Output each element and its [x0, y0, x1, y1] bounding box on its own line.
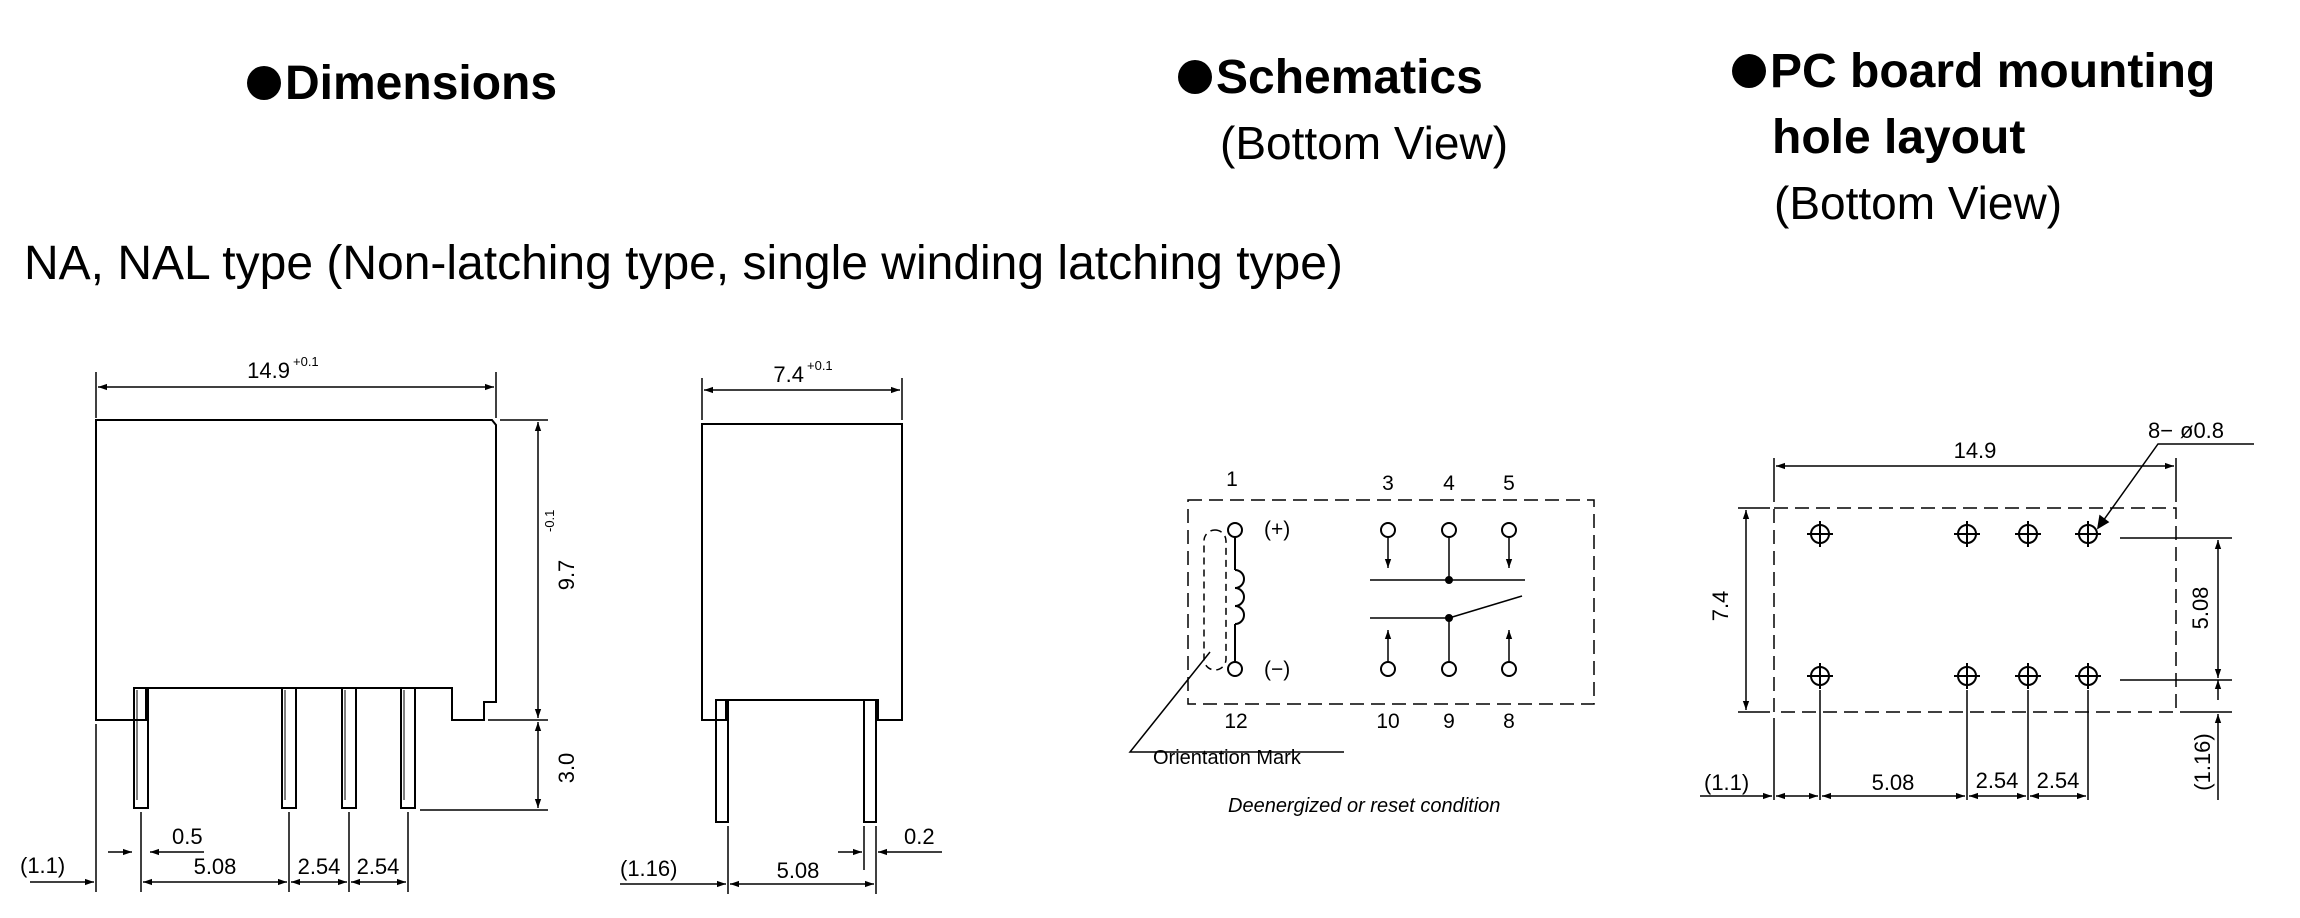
pin-label: 8: [1503, 710, 1515, 733]
height-tolerance: -0.1: [542, 510, 557, 532]
side-offset-label: (1.16): [620, 856, 677, 881]
pin-label: 3: [1382, 472, 1394, 495]
plus-label: (+): [1264, 518, 1290, 541]
bullet-icon: [1178, 60, 1212, 94]
pin-label: 5: [1503, 472, 1515, 495]
relay-side-outline: [701, 423, 903, 721]
pin-label: 9: [1443, 710, 1455, 733]
contact-arm: [1448, 595, 1523, 619]
pcb-pitch-label: 2.54: [1976, 768, 2019, 793]
orientation-mark-shape: [1203, 529, 1227, 671]
mounting-holes: [1807, 521, 2101, 689]
schematics-heading-text: Schematics: [1216, 51, 1483, 104]
pin: [133, 687, 149, 809]
pcb-drawing: [1700, 443, 2254, 800]
side-view-drawing: [620, 378, 942, 894]
offset-label: (1.1): [20, 853, 65, 878]
pin-label: 4: [1443, 472, 1455, 495]
left-offset-label: (1.1): [1704, 770, 1749, 795]
front-view-labels: 14.9 +0.1 9.7 -0.1 3.0 0.5 (1.1) 5.08 2.…: [20, 354, 579, 879]
pcb-heading: PC board mounting: [1732, 48, 2215, 96]
pin: [863, 699, 877, 823]
pcb-view-label: (Bottom View): [1774, 177, 2063, 229]
coil-icon: [1227, 522, 1245, 677]
type-title: NA, NAL type (Non-latching type, single …: [24, 237, 1343, 290]
pcb-pitch-label: 2.54: [2037, 768, 2080, 793]
relay-body-outline: [95, 419, 497, 721]
pin: [341, 687, 357, 809]
schematic-outline: [1187, 499, 1595, 705]
side-view-labels: 7.4 +0.1 0.2 (1.16) 5.08: [620, 358, 935, 883]
bullet-icon: [1732, 54, 1766, 88]
pin-width-label: 0.5: [172, 824, 203, 849]
pcb-pitch-label: 5.08: [1872, 770, 1915, 795]
pin: [281, 687, 297, 809]
pin-label: 1: [1226, 468, 1238, 491]
side-width-label: 7.4: [773, 362, 804, 387]
pin-length-label: 3.0: [554, 753, 579, 784]
schematic-labels: 1 3 4 5 12 10 9 8 (+) (−) Orientation Ma…: [1153, 468, 1515, 817]
schematics-view-label: (Bottom View): [1220, 117, 1509, 169]
condition-label: Deenergized or reset condition: [1228, 795, 1500, 817]
bullet-icon: [247, 66, 281, 100]
dimensions-heading: Dimensions: [247, 60, 557, 108]
pin-thickness-label: 0.2: [904, 824, 935, 849]
pin-label: 10: [1376, 710, 1399, 733]
pcb-outline: [1773, 507, 2177, 713]
width-tolerance: +0.1: [293, 354, 319, 369]
pcb-width-label: 14.9: [1954, 438, 1997, 463]
schematic-drawing: [1128, 499, 1595, 753]
side-width-tolerance: +0.1: [807, 358, 833, 373]
orientation-mark-label: Orientation Mark: [1153, 747, 1302, 769]
pcb-labels: 8− ø0.8 14.9 7.4 5.08 (1.16) (1.1) 5.08 …: [1704, 418, 2224, 795]
pin: [715, 699, 729, 823]
row-pitch-label: 5.08: [2188, 587, 2213, 630]
front-view-drawing: [30, 372, 548, 892]
minus-label: (−): [1264, 658, 1290, 681]
side-pitch-label: 5.08: [777, 858, 820, 883]
pitch-label: 2.54: [357, 854, 400, 879]
hole-leader: [2097, 443, 2254, 529]
orientation-leader: [1128, 651, 1344, 753]
pcb-height-label: 7.4: [1708, 591, 1733, 622]
dimensions-heading-text: Dimensions: [285, 57, 558, 110]
pin: [400, 687, 416, 809]
height-label: 9.7: [554, 560, 579, 591]
pcb-heading-text: PC board mounting: [1770, 45, 2216, 98]
right-offset-label: (1.16): [2190, 733, 2215, 790]
pcb-heading-line2: hole layout: [1772, 111, 2026, 164]
pitch-label: 2.54: [298, 854, 341, 879]
pitch-label: 5.08: [194, 854, 237, 879]
holes-count-label: 8−: [2148, 418, 2173, 443]
pin-label: 12: [1224, 710, 1247, 733]
hole-diameter-label: ø0.8: [2180, 418, 2224, 443]
schematics-heading: Schematics: [1178, 54, 1483, 102]
width-label: 14.9: [247, 358, 290, 383]
